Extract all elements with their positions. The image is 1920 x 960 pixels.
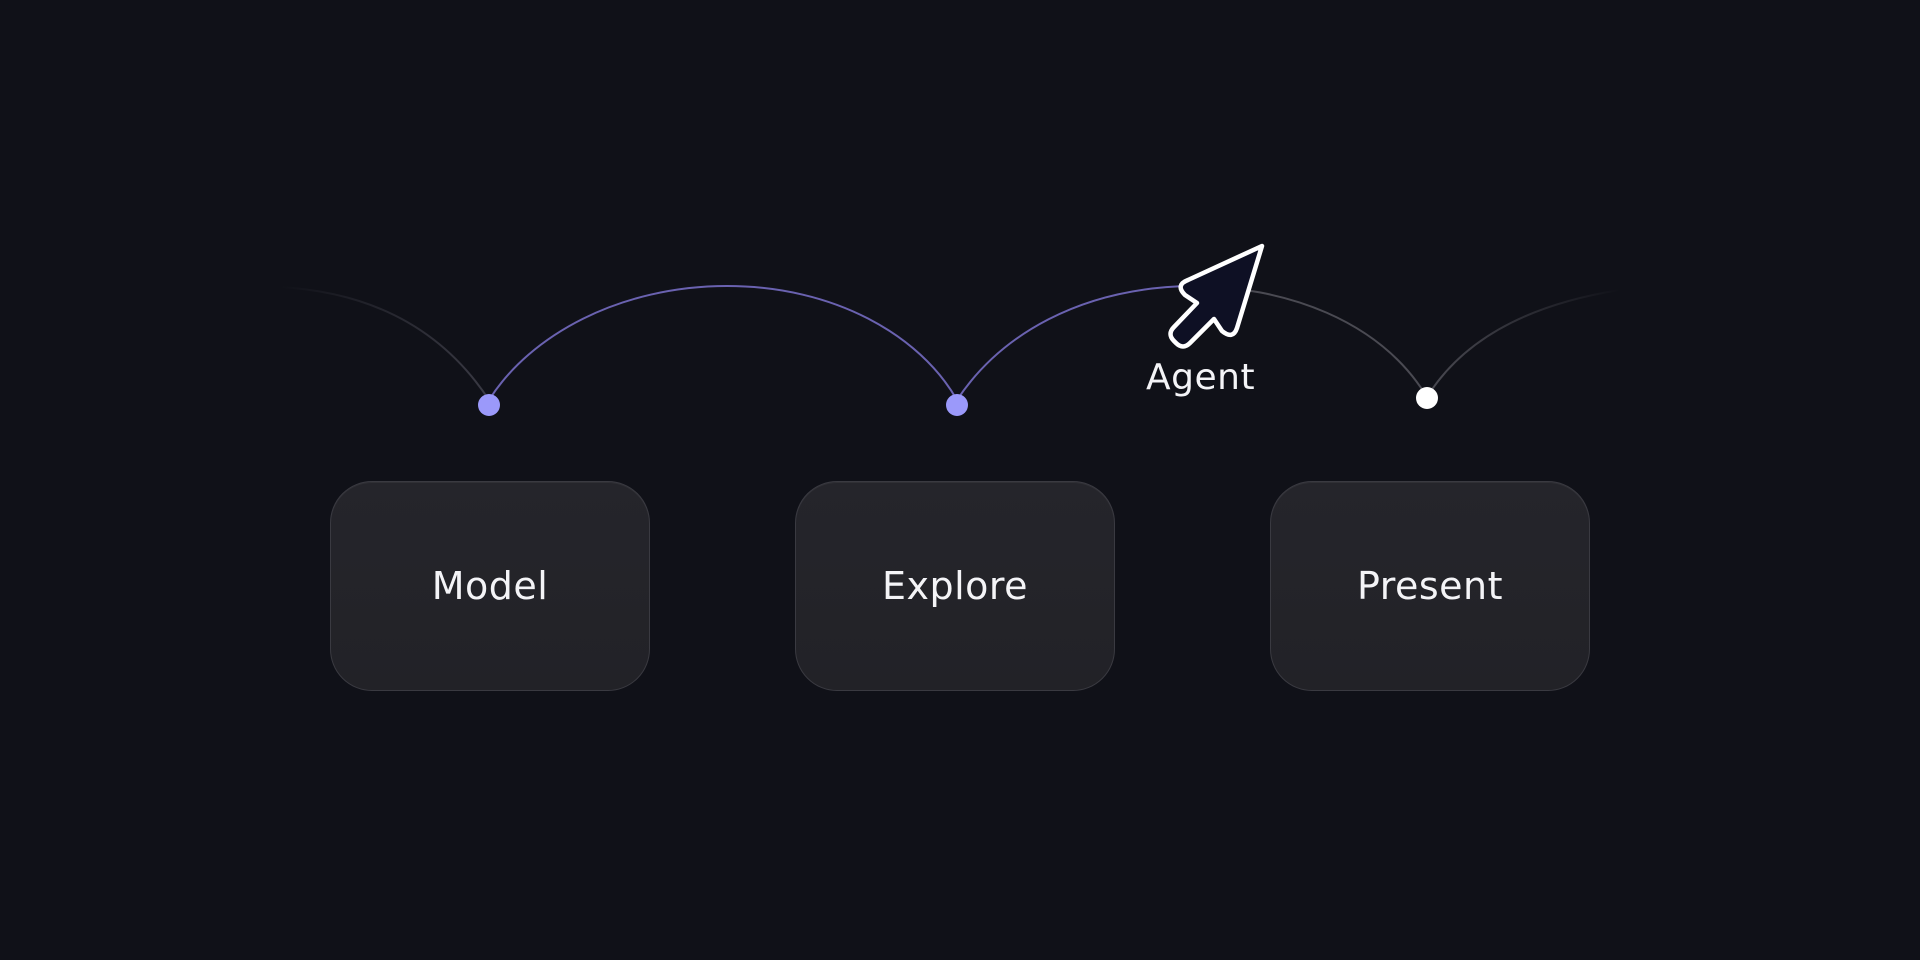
lead-in-arc [279, 286, 490, 401]
step-card-model[interactable]: Model [330, 481, 650, 691]
step-card-present[interactable]: Present [1270, 481, 1590, 691]
arc-model-explore [488, 284, 958, 401]
node-model [478, 394, 500, 416]
cursor-icon [1168, 243, 1265, 349]
node-explore [946, 394, 968, 416]
step-card-explore[interactable]: Explore [795, 481, 1115, 691]
step-label-model: Model [431, 564, 549, 608]
step-label-present: Present [1356, 564, 1504, 608]
agent-label: Agent [1146, 357, 1256, 398]
node-present [1416, 387, 1438, 409]
step-label-explore: Explore [881, 564, 1029, 608]
arc-explore-agent [956, 285, 1191, 401]
lead-out-arc [1426, 289, 1621, 398]
